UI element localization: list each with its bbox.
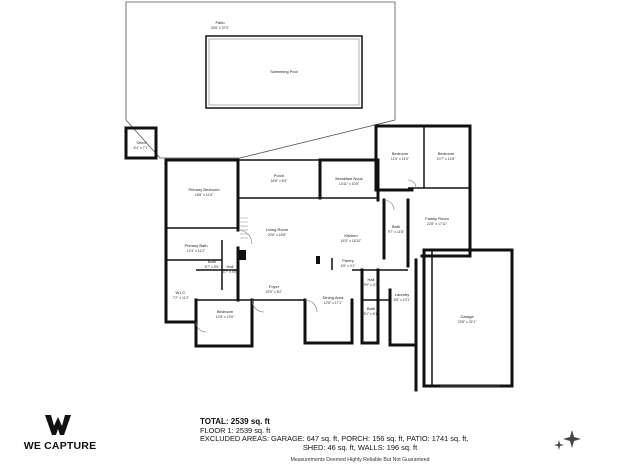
dim-kitchen: 16'3" x 16'10" [341,239,362,243]
label-porch: Porch [274,173,284,178]
cabinet-marks [240,217,248,239]
label-kitchen: Kitchen [344,233,357,238]
dim-foyer: 19'5" x 8'2" [266,290,284,294]
dim-patio: 33'6" x 37'0" [211,26,230,30]
dim-bath-ne: 9'7" x 11'8" [388,230,405,234]
dim-pantry: 4'5" x 4'1" [341,264,357,268]
label-bath-ne: Bath [392,224,400,229]
label-hall-n: Hall [368,277,375,282]
label-shed: Shed [136,140,145,145]
label-primary-bedroom: Primary Bedroom [188,187,220,192]
excluded-areas: EXCLUDED AREAS: GARAGE: 647 sq. ft, PORC… [200,434,469,444]
dim-living-room: 20'6" x 18'8" [268,233,287,237]
dim-porch: 18'8" x 8'4" [271,179,289,183]
room-labels: Patio 33'6" x 37'0" Swimming Pool Shed 6… [134,20,478,324]
dim-bedroom-b: 10'7" x 14'8" [437,157,456,161]
dim-garage: 23'8" x 32'1" [458,320,477,324]
door-swings [195,179,417,333]
dim-bedroom-sw: 12'8" x 13'0" [216,315,235,319]
floor-area: FLOOR 1: 2539 sq. ft [200,425,271,435]
label-dining: Dining Area [323,295,344,300]
dim-primary-bath: 12'4" x 11'2" [187,249,206,253]
label-garage: Garage [460,314,474,319]
label-wic: W.I.C. [176,290,187,295]
dim-hall-w: 3'7" x 4'5" [223,270,239,274]
total-area: TOTAL: 2539 sq. ft [200,417,270,426]
label-breakfast-nook: Breakfast Nook [335,176,362,181]
column-mark [316,256,320,264]
shed-walls [124,126,158,160]
label-living-room: Living Room [266,227,289,232]
label-bath-w: Bath [208,259,216,264]
disclaimer: Measurements Deemed Highly Reliable But … [290,457,430,464]
dim-breakfast-nook: 13'11" x 10'8" [339,182,360,186]
shed-walls-areas: SHED: 46 sq. ft, WALLS: 196 sq. ft [302,442,418,452]
area-summary: TOTAL: 2539 sq. ft FLOOR 1: 2539 sq. ft … [200,417,520,465]
label-family-room: Family Room [425,216,449,221]
label-primary-bath: Primary Bath [184,243,207,248]
exterior-walls [164,124,472,392]
label-bedroom-a: Bedroom [392,151,409,156]
label-bedroom-b: Bedroom [438,151,455,156]
swimming-pool [205,35,363,109]
sparkle-icon [554,430,581,450]
brand-name: WE CAPTURE [23,440,97,452]
label-pantry: Pantry [342,258,354,263]
label-hall-w: Hall [227,264,234,269]
garage-walls [422,248,514,388]
dim-shed: 6'4" x 7'1" [134,146,150,150]
dim-bath-w: 5'7" x 8'5" [205,265,221,269]
label-bath-s: Bath [367,306,375,311]
dim-bedroom-a: 11'6" x 14'0" [391,157,410,161]
dim-wic: 7'2" x 11'2" [173,296,190,300]
label-pool: Swimming Pool [270,69,298,74]
label-patio: Patio [215,20,225,25]
label-laundry: Laundry [395,292,409,297]
dim-dining: 12'8" x 17'1" [324,301,343,305]
dim-family-room: 22'8" x 17'11" [427,222,448,226]
label-foyer: Foyer [269,284,280,289]
dim-primary-bedroom: 18'8" x 11'6" [195,193,214,197]
patio-outline [125,1,396,159]
dim-laundry: 6'8" x 10'1" [394,298,412,302]
interior-walls [166,126,470,301]
brand-mark-icon [45,415,71,435]
dim-bath-s: 8'1" x 6'1" [364,312,380,316]
label-bedroom-sw: Bedroom [217,309,234,314]
dim-hall-n: 9'9" x 4'3" [364,283,380,287]
fireplace-mark [238,250,246,260]
